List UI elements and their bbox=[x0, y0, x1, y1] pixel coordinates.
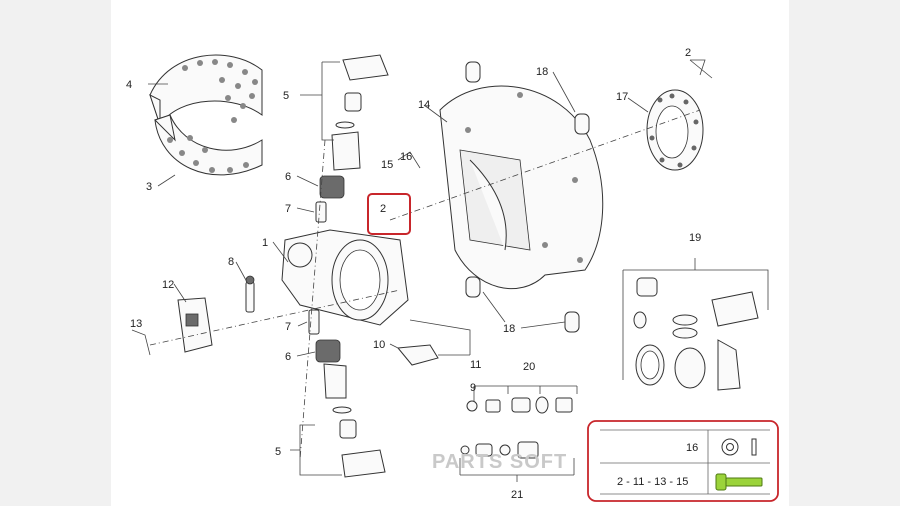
label-4: 4 bbox=[126, 79, 132, 91]
legend-table: 16 2 - 11 - 13 - 15 bbox=[587, 420, 779, 502]
tab-18-lower-right bbox=[564, 311, 580, 333]
exploded-view-diagram: 1 2 2 3 4 5 5 6 6 7 7 8 9 10 11 12 13 14… bbox=[126, 47, 779, 502]
label-18-lower: 18 bbox=[503, 323, 515, 335]
label-20: 20 bbox=[523, 361, 535, 373]
label-14: 14 bbox=[418, 99, 430, 111]
label-13: 13 bbox=[130, 318, 142, 330]
label-7-upper: 7 bbox=[285, 203, 291, 215]
seal-kit-19 bbox=[633, 277, 759, 391]
tab-18-lower-left bbox=[465, 276, 481, 298]
caliper-housing bbox=[281, 229, 409, 326]
retaining-ring-17 bbox=[646, 89, 704, 171]
label-2: 2 bbox=[685, 47, 691, 59]
label-7-lower: 7 bbox=[285, 321, 291, 333]
washer-icon bbox=[721, 438, 739, 456]
diagram-canvas: 1 2 2 3 4 5 5 6 6 7 7 8 9 10 11 12 13 14… bbox=[111, 0, 789, 506]
leader-lines bbox=[131, 59, 769, 482]
cover-plate-14 bbox=[439, 85, 604, 290]
bearing-shell-lower bbox=[154, 114, 263, 176]
label-9: 9 bbox=[470, 382, 476, 394]
label-17: 17 bbox=[616, 91, 628, 103]
label-6-upper: 6 bbox=[285, 171, 291, 183]
label-10: 10 bbox=[373, 339, 385, 351]
bolt-icon bbox=[715, 473, 763, 491]
washer-profile-icon bbox=[751, 438, 757, 456]
part-labels: 1 2 2 3 4 5 5 6 6 7 7 8 9 10 11 12 13 14… bbox=[126, 47, 701, 501]
label-2-highlighted: 2 bbox=[380, 203, 386, 215]
label-5-upper: 5 bbox=[283, 90, 289, 102]
label-6-lower: 6 bbox=[285, 351, 291, 363]
label-11: 11 bbox=[470, 359, 481, 371]
bearing-shell-upper bbox=[149, 54, 263, 127]
tab-18-upper-left bbox=[465, 61, 481, 83]
label-18-upper: 18 bbox=[536, 66, 548, 78]
upper-piston-assembly bbox=[315, 54, 389, 223]
watermark: PARTS SOFT bbox=[432, 451, 567, 473]
valve-group-20 bbox=[466, 396, 573, 414]
bracket-10 bbox=[397, 344, 439, 366]
label-1: 1 bbox=[262, 237, 268, 249]
legend-row1-label: 16 bbox=[686, 442, 698, 454]
legend-row2-label: 2 - 11 - 13 - 15 bbox=[617, 476, 688, 488]
label-8: 8 bbox=[228, 256, 234, 268]
label-21: 21 bbox=[511, 489, 523, 501]
label-15: 15 bbox=[381, 159, 393, 171]
highlight-box bbox=[367, 193, 411, 235]
label-12: 12 bbox=[162, 279, 174, 291]
label-19: 19 bbox=[689, 232, 701, 244]
label-16: 16 bbox=[400, 151, 412, 163]
label-3: 3 bbox=[146, 181, 152, 193]
bolt-8 bbox=[245, 275, 255, 313]
lower-piston-assembly bbox=[308, 309, 386, 478]
tab-18-upper-right bbox=[574, 113, 590, 135]
valve-group-21 bbox=[460, 441, 539, 459]
bracket-12 bbox=[177, 297, 213, 353]
label-5-lower: 5 bbox=[275, 446, 281, 458]
